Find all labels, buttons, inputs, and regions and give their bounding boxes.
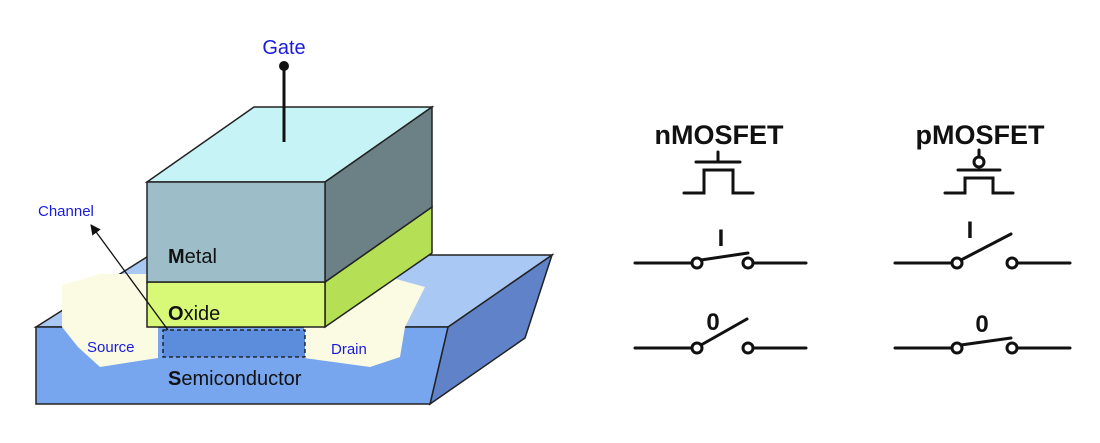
channel-region xyxy=(162,329,306,358)
pmosfet-on-switch-left-contact xyxy=(950,256,964,270)
metal-front-face xyxy=(146,181,326,283)
pmosfet-on-input-label: I xyxy=(967,217,974,244)
metal-label: Metal xyxy=(168,246,217,268)
nmosfet-off-switch-right-contact xyxy=(741,341,755,355)
pmosfet-title: pMOSFET xyxy=(916,120,1045,150)
nmosfet-on-switch-right-contact xyxy=(741,256,755,270)
gate-terminal-dot xyxy=(279,61,289,71)
pmosfet-on-switch-right-contact xyxy=(1005,256,1019,270)
pmosfet-off-switch-blade xyxy=(959,336,1013,347)
nmosfet-title: nMOSFET xyxy=(655,120,784,150)
nmosfet-symbol xyxy=(682,150,755,195)
nmosfet-off-switch-left-contact xyxy=(690,341,704,355)
pmosfet-symbol-bubble xyxy=(972,155,986,169)
gate-label: Gate xyxy=(262,37,305,59)
nmosfet-on-switch-blade xyxy=(699,251,750,262)
pmosfet-off-switch-left-contact xyxy=(950,341,964,355)
drain-label: Drain xyxy=(331,341,367,358)
pmosfet-off-switch-right-contact xyxy=(1005,341,1019,355)
source-region xyxy=(62,274,158,367)
nmosfet-off-switch-blade xyxy=(699,317,749,347)
nmosfet-on-switch-left-contact xyxy=(690,256,704,270)
pmosfet-off-input-label: 0 xyxy=(975,311,988,338)
semiconductor-label: Semiconductor xyxy=(168,368,302,390)
channel-pointer-arrow xyxy=(90,224,169,331)
source-label: Source xyxy=(87,339,135,356)
nmosfet-off-input-label: 0 xyxy=(706,309,719,336)
pmosfet-on-switch-blade xyxy=(959,232,1013,262)
mosfet-structure: Gate Channel Source Drain Metal Oxide Se… xyxy=(33,37,555,406)
nmosfet-on-input-label: I xyxy=(718,225,725,252)
channel-label: Channel xyxy=(38,203,94,220)
switch-models: nMOSFET I 0 pMOSFET I 0 xyxy=(633,120,1072,355)
oxide-label: Oxide xyxy=(168,303,220,325)
